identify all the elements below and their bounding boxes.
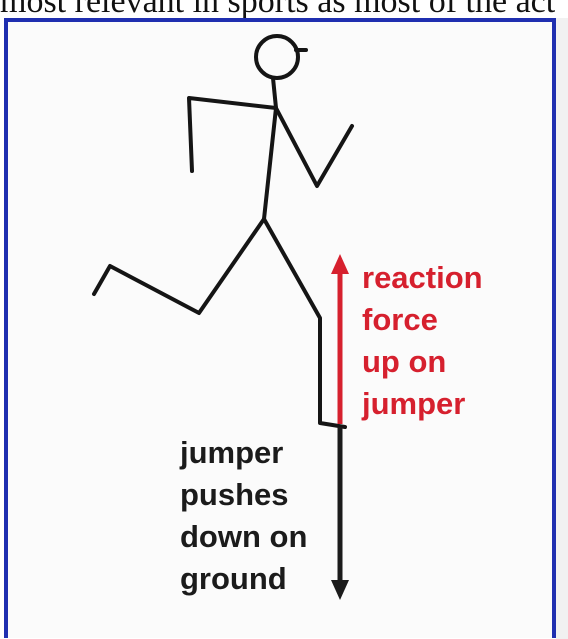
ground-push-line-3: down on xyxy=(180,519,308,554)
figure-neck xyxy=(271,76,278,110)
reaction-force-label: reaction force up on jumper xyxy=(362,257,483,425)
ground-push-line-4: ground xyxy=(180,561,287,596)
right-margin-strip xyxy=(556,18,568,639)
stick-figure xyxy=(92,34,354,429)
reaction-force-arrow xyxy=(331,254,349,424)
top-caption: most relevant in sports as most of the a… xyxy=(0,0,556,20)
ground-push-arrowhead xyxy=(331,580,349,600)
figure-front-leg xyxy=(262,217,347,429)
reaction-arrowhead xyxy=(331,254,349,274)
ground-push-line-1: jumper xyxy=(180,435,284,470)
reaction-force-line-3: up on xyxy=(362,344,447,379)
figure-torso xyxy=(262,106,278,221)
ground-push-arrow xyxy=(331,427,349,600)
figure-head xyxy=(254,34,300,80)
reaction-force-line-1: reaction xyxy=(362,260,483,295)
ground-push-line-2: pushes xyxy=(180,477,289,512)
figure-front-arm xyxy=(274,106,354,188)
reaction-force-line-4: jumper xyxy=(362,386,466,421)
figure-back-arm xyxy=(187,96,278,173)
reaction-force-line-2: force xyxy=(362,302,438,337)
figure-back-leg xyxy=(92,217,266,315)
ground-push-label: jumper pushes down on ground xyxy=(180,432,307,600)
diagram-frame xyxy=(4,18,556,638)
